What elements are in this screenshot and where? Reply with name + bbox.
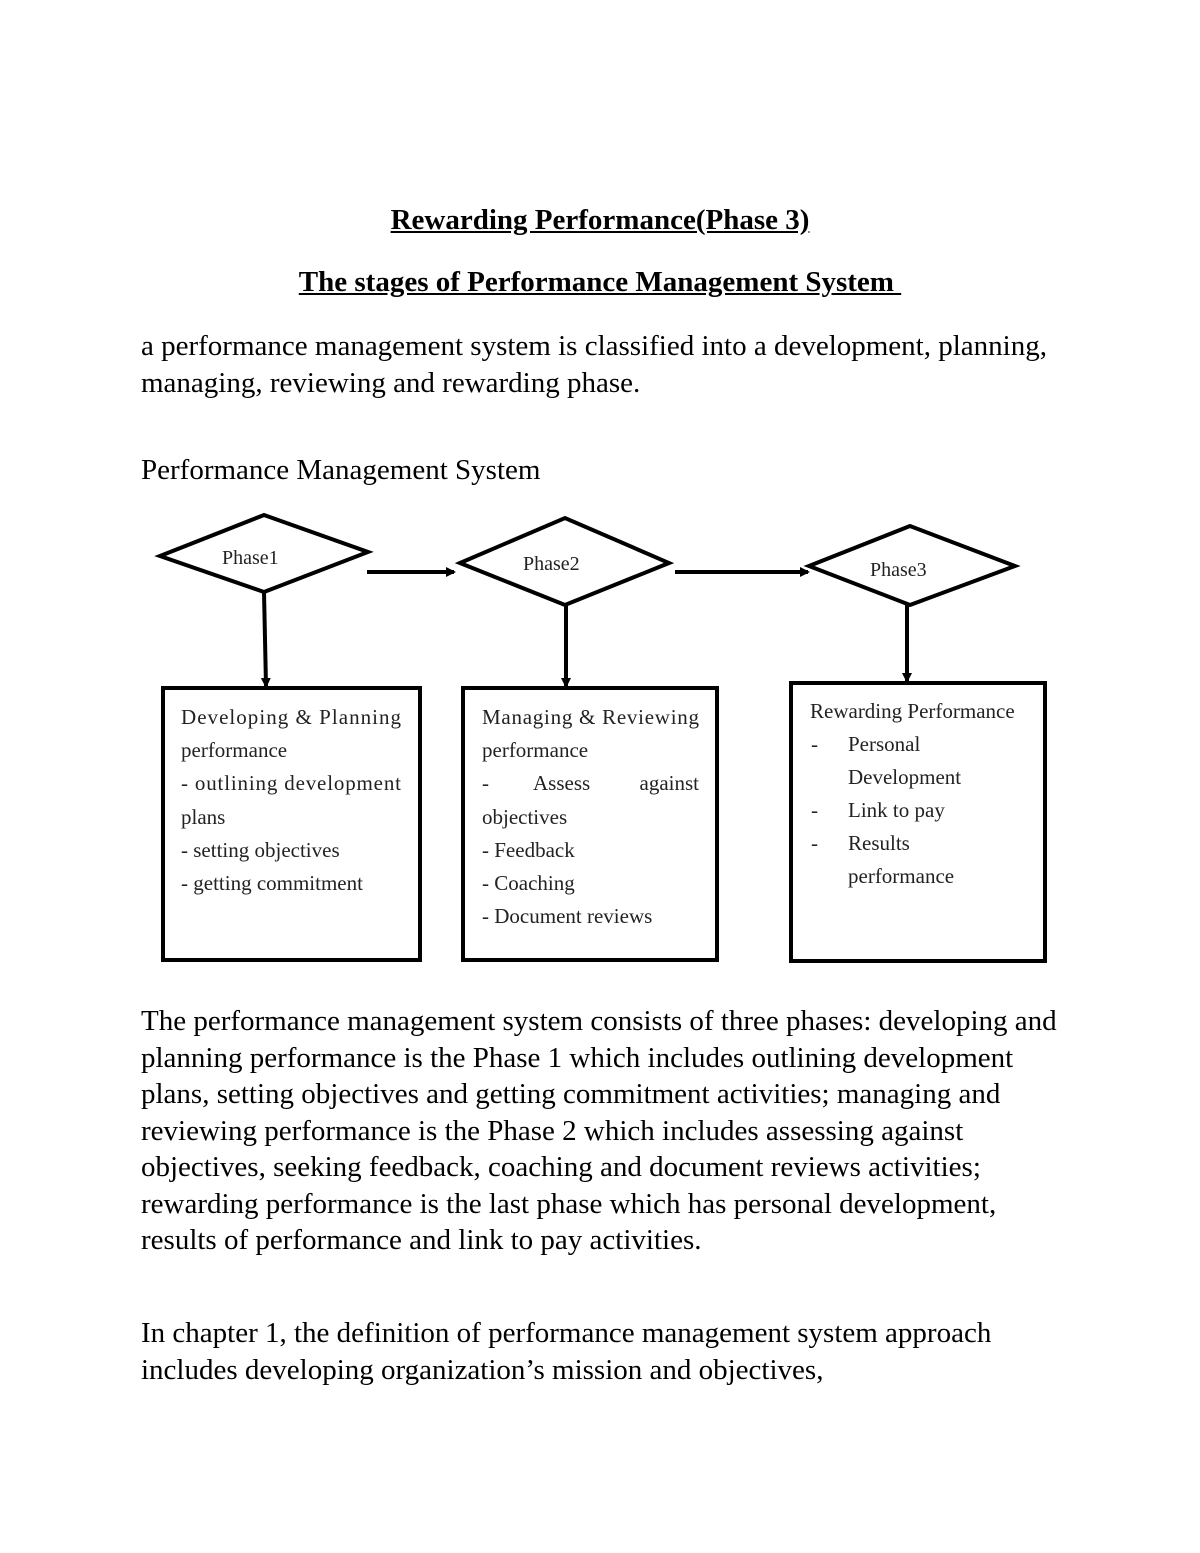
phase2-box-line: Assess xyxy=(533,771,590,795)
phase3-box-line: Link to pay xyxy=(848,798,945,822)
phase1-label: Phase1 xyxy=(222,547,279,569)
phase1-box xyxy=(161,686,422,962)
phase1-box-line: Developing & Planning xyxy=(181,705,402,729)
phase3-box-line: - xyxy=(811,831,818,855)
phase2-box-line: - Document reviews xyxy=(482,904,652,928)
phase2-box-line: - Feedback xyxy=(482,838,575,862)
phase2-box-line: against xyxy=(640,771,700,795)
phase1-box-line: performance xyxy=(181,738,287,762)
phase1-box-line: - setting objectives xyxy=(181,838,340,862)
phase1-box-line: plans xyxy=(181,805,225,829)
document-subtitle: The stages of Performance Management Sys… xyxy=(298,266,902,298)
body-paragraph-1: The performance management system consis… xyxy=(141,1005,1057,1256)
phase3-label: Phase3 xyxy=(870,559,927,581)
phase3-diamond xyxy=(803,523,1021,608)
phase3-box-line: - xyxy=(811,798,818,822)
phase3-box-line: Results xyxy=(848,831,910,855)
phase2-box-line: - xyxy=(482,771,489,795)
phase3-box-line: performance xyxy=(848,864,954,888)
phase3-box-line: Rewarding Performance xyxy=(810,699,1015,723)
phase2-box-line: performance xyxy=(482,738,588,762)
phase3-box-line: Personal xyxy=(848,732,920,756)
phase3-box-line: Development xyxy=(848,765,961,789)
phase3-box-line: - xyxy=(811,732,818,756)
phase1-box-line: - getting commitment xyxy=(181,871,363,895)
document-title: Rewarding Performance(Phase 3) xyxy=(390,204,810,236)
phase2-box-line: objectives xyxy=(482,805,567,829)
phase2-diamond xyxy=(454,515,675,608)
phase2-box-line: - Coaching xyxy=(482,871,575,895)
phase2-box-line: Managing & Reviewing xyxy=(482,705,700,729)
body-paragraph-2: In chapter 1, the definition of performa… xyxy=(141,1317,992,1386)
arrow-phase1-down xyxy=(260,591,271,688)
phase3-box xyxy=(789,681,1047,963)
diagram-caption: Performance Management System xyxy=(141,454,541,486)
intro-paragraph: a performance management system is class… xyxy=(141,330,1047,399)
phase1-box-line: - outlining development xyxy=(181,771,401,795)
phase1-diamond xyxy=(154,512,374,595)
phase2-box xyxy=(461,686,719,962)
phase2-label: Phase2 xyxy=(523,553,580,575)
